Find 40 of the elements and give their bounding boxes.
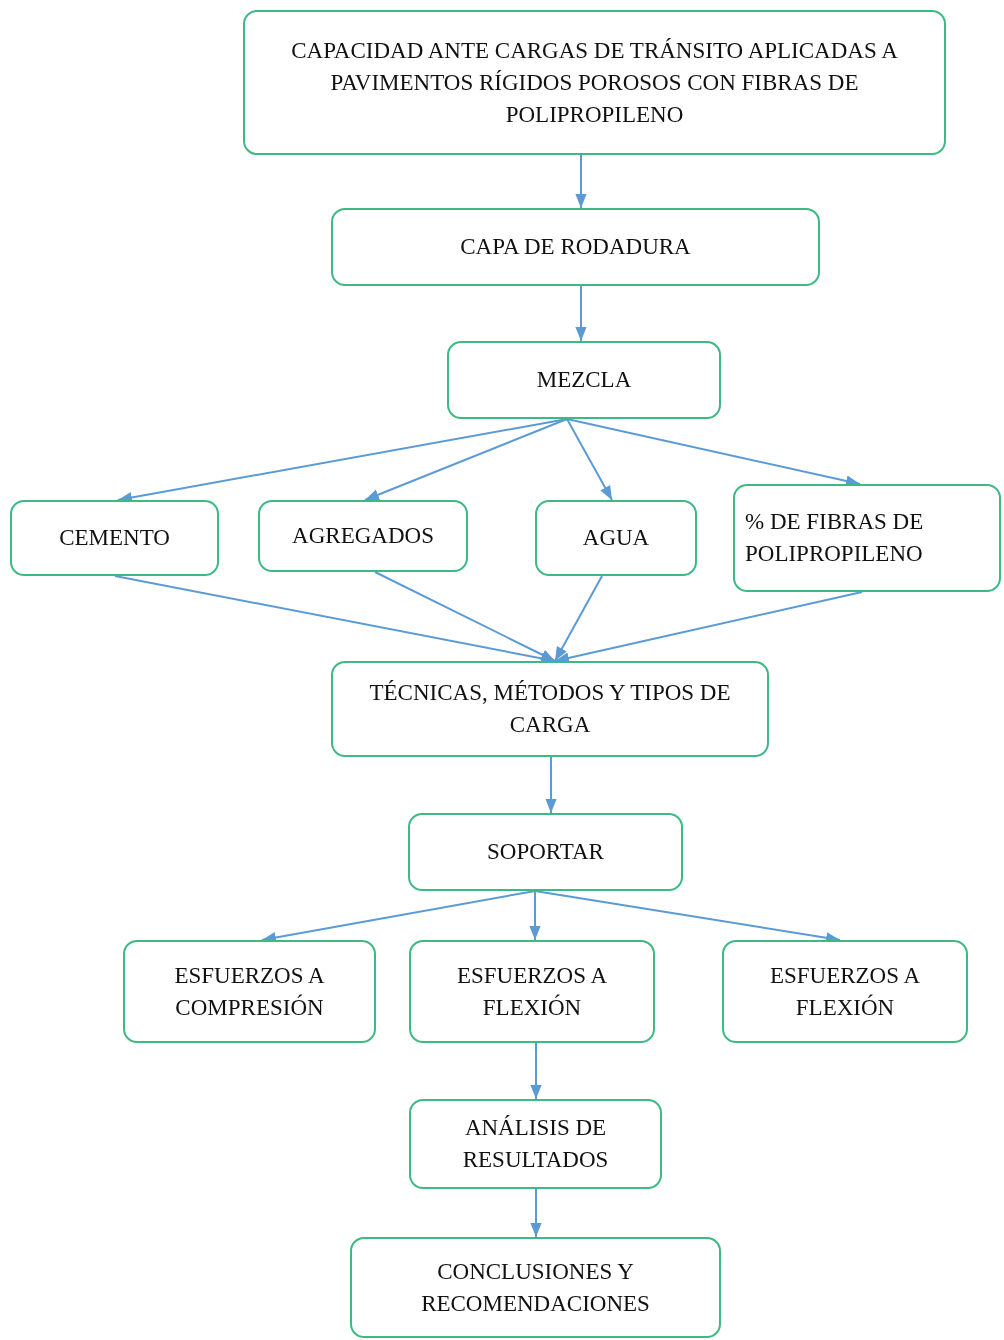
process-box <box>447 341 721 419</box>
box-label: ANÁLISIS DE RESULTADOS <box>461 1114 610 1174</box>
process-box <box>535 500 697 576</box>
arrow <box>530 1042 542 1100</box>
arrow <box>575 154 587 209</box>
process-box <box>123 940 376 1043</box>
arrow <box>566 418 861 487</box>
arrow <box>566 418 613 501</box>
arrow <box>374 571 556 662</box>
box-label: TÉCNICAS, MÉTODOS Y TIPOS DE CARGA <box>368 679 732 739</box>
box-label: ESFUERZOS A COMPRESIÓN <box>173 961 326 1022</box>
process-box <box>408 813 683 891</box>
box-label: CONCLUSIONES Y RECOMENDACIONES <box>420 1257 651 1318</box>
process-box <box>243 10 946 155</box>
arrow <box>554 591 863 664</box>
box-label: SOPORTAR <box>487 838 604 866</box>
box-label: CAPA DE RODADURA <box>460 233 691 261</box>
arrow <box>529 890 541 941</box>
arrow <box>545 756 557 814</box>
arrow <box>530 1188 542 1238</box>
arrow <box>554 575 603 662</box>
arrow <box>575 285 587 342</box>
box-label: ESFUERZOS A FLEXIÓN <box>768 961 922 1022</box>
process-box <box>10 500 219 576</box>
box-label: MEZCLA <box>536 366 632 394</box>
box-label: AGREGADOS <box>292 522 434 550</box>
process-box <box>733 484 1001 592</box>
arrow <box>364 418 568 501</box>
box-label: AGUA <box>582 524 650 552</box>
box-label: ESFUERZOS A FLEXIÓN <box>455 961 609 1022</box>
process-box <box>722 940 968 1043</box>
process-box <box>331 661 769 757</box>
box-label: CAPACIDAD ANTE CARGAS DE TRÁNSITO APLICADAS A PAVIMENTOS RÍGIDOS POROSOS CON FIBRAS DE POLIPROPILENO <box>290 36 899 129</box>
process-box <box>258 500 468 572</box>
process-box <box>350 1237 721 1338</box>
process-box <box>331 208 820 286</box>
box-label: CEMENTO <box>59 524 170 552</box>
box-label: % DE FIBRAS DE POLIPROPILENO <box>745 508 925 568</box>
process-box <box>409 940 655 1043</box>
process-box <box>409 1099 662 1189</box>
